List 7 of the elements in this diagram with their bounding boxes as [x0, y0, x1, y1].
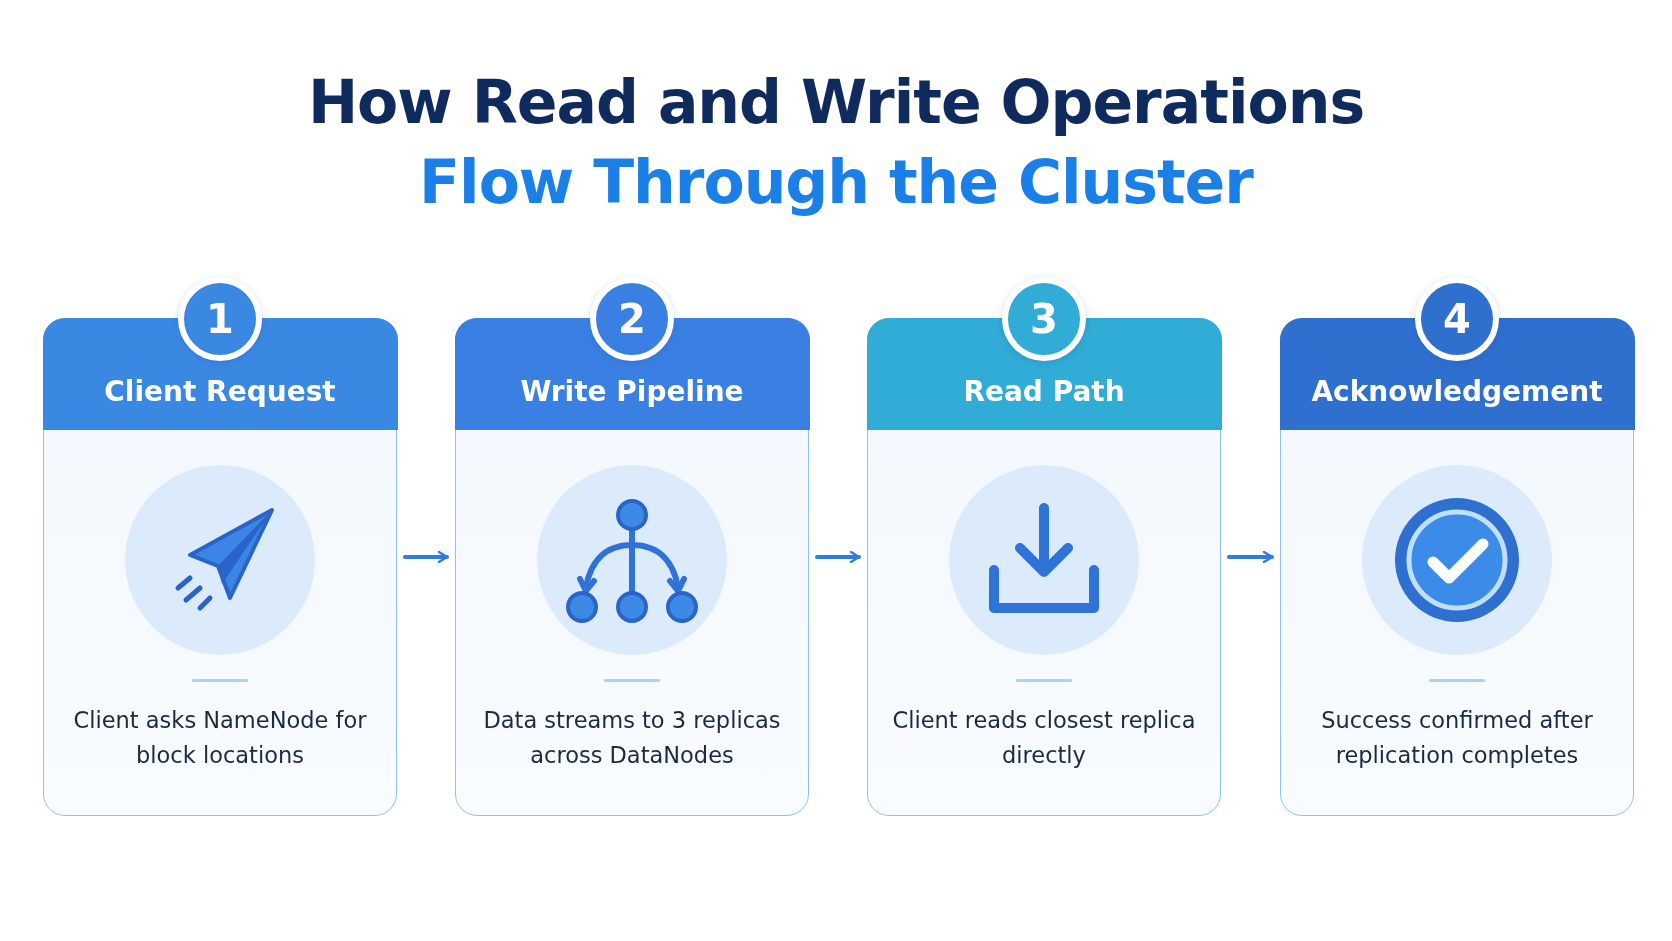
- step-description: Data streams to 3 replicas across DataNodes: [482, 706, 782, 770]
- arrow: [815, 550, 861, 564]
- arrow: [1227, 550, 1274, 564]
- step-description: Client reads closest replica directly: [891, 706, 1197, 770]
- step-description: Client asks NameNode for block locations: [72, 706, 368, 770]
- arrow: [403, 550, 449, 564]
- step-description: Success confirmed after replication completes: [1320, 706, 1594, 770]
